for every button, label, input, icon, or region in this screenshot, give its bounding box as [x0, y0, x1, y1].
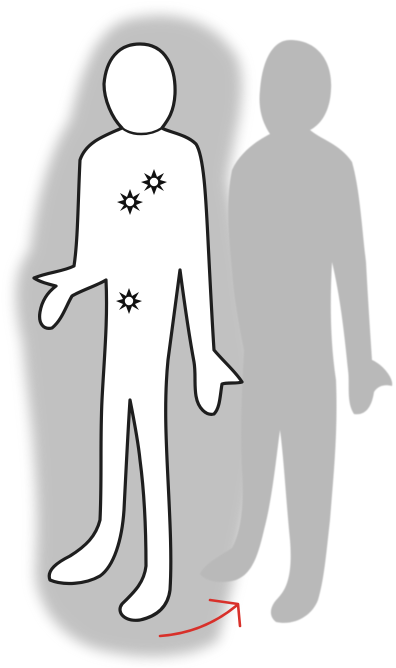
illustration [0, 0, 396, 668]
illustration-stage [0, 0, 396, 668]
